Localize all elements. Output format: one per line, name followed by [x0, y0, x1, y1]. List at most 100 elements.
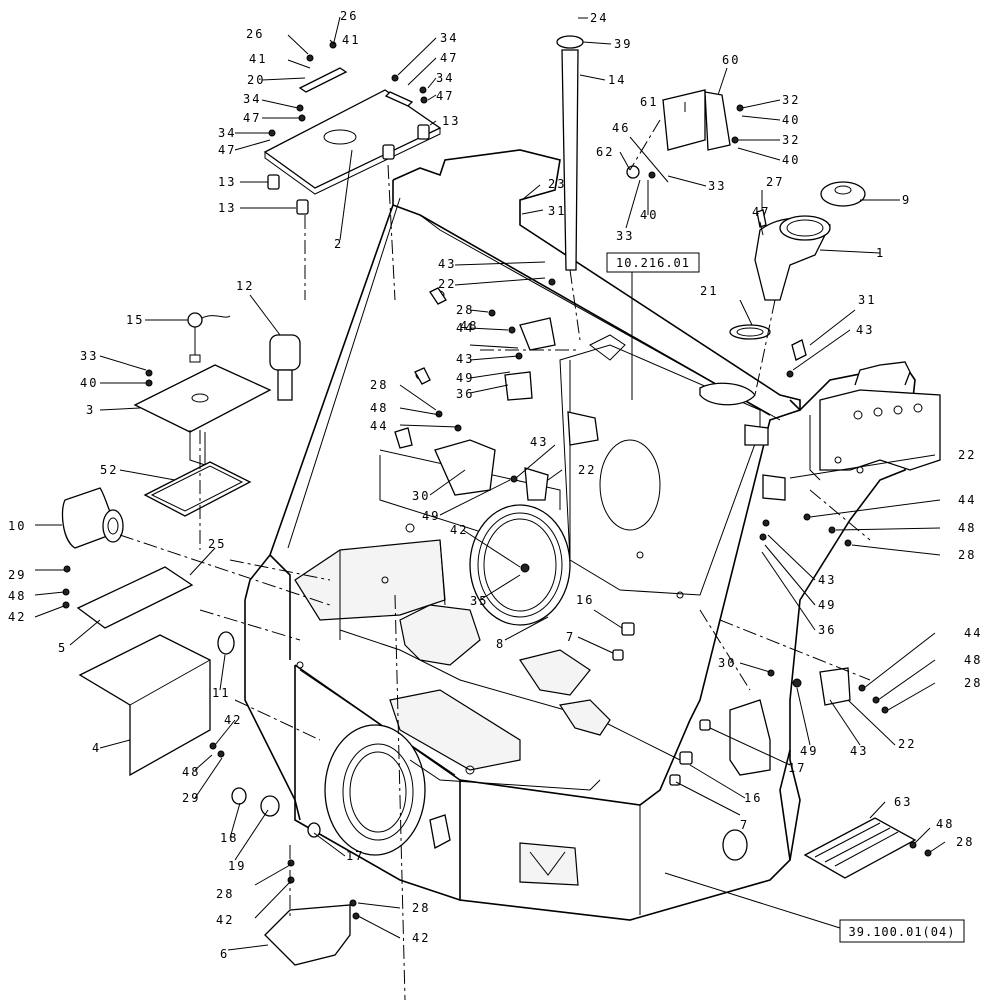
callout-9: 9	[902, 193, 911, 207]
callout-49: 49	[818, 598, 836, 612]
callout-29: 29	[182, 791, 200, 805]
callout-13: 13	[442, 114, 460, 128]
callout-40: 40	[782, 113, 800, 127]
callout-48: 48	[8, 589, 26, 603]
reference-box-39-100-01-04[interactable]: 39.100.01(04)	[839, 919, 965, 943]
callout-31: 31	[858, 293, 876, 307]
callout-12: 12	[236, 279, 254, 293]
callout-43: 43	[850, 744, 868, 758]
callout-34: 34	[440, 31, 458, 45]
callout-63: 63	[894, 795, 912, 809]
callout-47: 47	[440, 51, 458, 65]
callout-27: 27	[766, 175, 784, 189]
callout-42: 42	[8, 610, 26, 624]
callout-18: 18	[220, 831, 238, 845]
callout-33: 33	[80, 349, 98, 363]
callout-20: 20	[247, 73, 265, 87]
callout-49: 49	[422, 509, 440, 523]
callout-26: 26	[340, 9, 358, 23]
callout-7: 7	[740, 818, 749, 832]
callout-16: 16	[576, 593, 594, 607]
callout-35: 35	[470, 594, 488, 608]
callout-62: 62	[596, 145, 614, 159]
callout-19: 19	[228, 859, 246, 873]
callout-22: 22	[438, 277, 456, 291]
callout-29: 29	[8, 568, 26, 582]
callout-21: 21	[700, 284, 718, 298]
callout-16: 16	[744, 791, 762, 805]
callout-40: 40	[640, 208, 658, 222]
callout-33: 33	[616, 229, 634, 243]
callout-49: 49	[456, 371, 474, 385]
callout-23: 23	[548, 177, 566, 191]
callout-5: 5	[58, 641, 67, 655]
callout-48: 48	[958, 521, 976, 535]
callout-4: 4	[92, 741, 101, 755]
callout-24: 24	[590, 11, 608, 25]
callout-52: 52	[100, 463, 118, 477]
callout-labels: 2439142626414120344734473447344713131326…	[8, 9, 982, 961]
reference-box-10-216-01[interactable]: 10.216.01	[606, 252, 700, 273]
callout-30: 30	[412, 489, 430, 503]
callout-1: 1	[876, 246, 885, 260]
callout-3: 3	[86, 403, 95, 417]
callout-42: 42	[450, 523, 468, 537]
callout-8: 8	[496, 637, 505, 651]
callout-22: 22	[578, 463, 596, 477]
callout-17: 17	[788, 761, 806, 775]
callout-43: 43	[530, 435, 548, 449]
callout-15: 15	[126, 313, 144, 327]
callout-42: 42	[412, 931, 430, 945]
callout-11: 11	[212, 686, 230, 700]
callout-13: 13	[218, 175, 236, 189]
callout-28: 28	[216, 887, 234, 901]
callout-48: 48	[460, 319, 478, 333]
callout-34: 34	[436, 71, 454, 85]
callout-28: 28	[956, 835, 974, 849]
callout-48: 48	[182, 765, 200, 779]
callout-36: 36	[456, 387, 474, 401]
callout-44: 44	[456, 321, 474, 335]
callout-60: 60	[722, 53, 740, 67]
callout-40: 40	[80, 376, 98, 390]
callout-47: 47	[436, 89, 454, 103]
callout-43: 43	[438, 257, 456, 271]
callout-36: 36	[818, 623, 836, 637]
callout-39: 39	[614, 37, 632, 51]
callout-42: 42	[224, 713, 242, 727]
callout-31: 31	[548, 204, 566, 218]
callout-32: 32	[782, 133, 800, 147]
callout-43: 43	[856, 323, 874, 337]
callout-28: 28	[958, 548, 976, 562]
callout-28: 28	[456, 303, 474, 317]
callout-44: 44	[370, 419, 388, 433]
callout-48: 48	[370, 401, 388, 415]
callout-7: 7	[566, 630, 575, 644]
callout-28: 28	[964, 676, 982, 690]
callout-61: 61	[640, 95, 658, 109]
callout-44: 44	[964, 626, 982, 640]
callout-10: 10	[8, 519, 26, 533]
callout-26: 26	[246, 27, 264, 41]
callout-43: 43	[456, 352, 474, 366]
callout-6: 6	[220, 947, 229, 961]
callout-34: 34	[243, 92, 261, 106]
callout-13: 13	[218, 201, 236, 215]
callout-22: 22	[898, 737, 916, 751]
callout-25: 25	[208, 537, 226, 551]
callout-47: 47	[218, 143, 236, 157]
callout-28: 28	[370, 378, 388, 392]
callout-32: 32	[782, 93, 800, 107]
callout-2: 2	[334, 237, 343, 251]
callout-40: 40	[782, 153, 800, 167]
callout-14: 14	[608, 73, 626, 87]
main-frame	[244, 149, 941, 921]
callout-44: 44	[958, 493, 976, 507]
callout-28: 28	[412, 901, 430, 915]
reference-box-label: 10.216.01	[616, 256, 690, 270]
callout-22: 22	[958, 448, 976, 462]
callout-17: 17	[346, 849, 364, 863]
callout-48: 48	[964, 653, 982, 667]
callout-41: 41	[342, 33, 360, 47]
